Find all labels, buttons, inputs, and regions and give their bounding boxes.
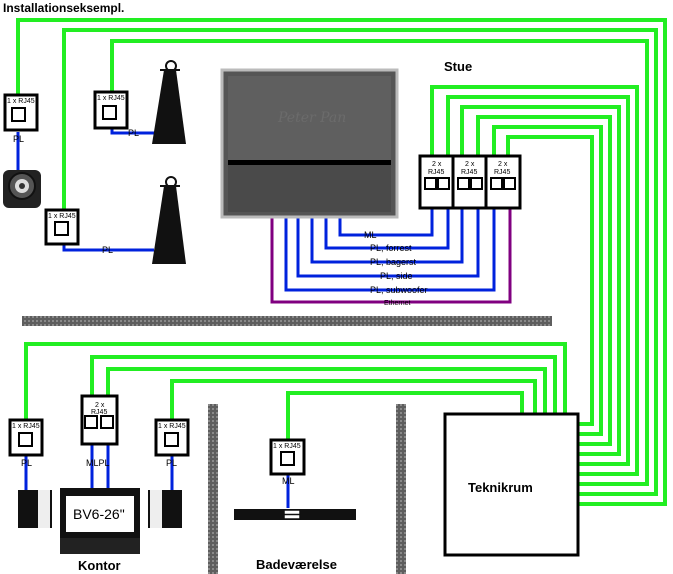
- green-cables-lower: [24, 342, 567, 440]
- label-ml: ML: [364, 230, 377, 240]
- label-pl-kontor-right: PL: [166, 458, 177, 468]
- outlet-speaker-upper-label: 1 x RJ45: [97, 95, 125, 102]
- label-pl-subwoofer: PL, subwoofer: [370, 285, 428, 295]
- stue-outlet-1-line2: RJ45: [428, 169, 444, 176]
- speaker-kontor-left: [18, 490, 52, 528]
- speaker-upper: [152, 60, 186, 144]
- label-ml-bath: ML: [282, 476, 295, 486]
- wall-right-bath: [396, 404, 406, 574]
- outlet-kontor-right-label: 1 x RJ45: [158, 423, 186, 430]
- teknikrum-box: [443, 412, 580, 557]
- outlet-kontor-double-line2: RJ45: [91, 409, 107, 416]
- bath-speaker-bar: [234, 509, 356, 520]
- label-pl-speaker-lower: PL: [102, 245, 113, 255]
- wall-left-bath: [208, 404, 218, 574]
- outlet-kontor-left: [8, 418, 44, 457]
- outlet-bath: [269, 438, 306, 476]
- stue-outlet-3-line2: RJ45: [494, 169, 510, 176]
- ethernet-cable: [270, 208, 512, 304]
- label-mlpl-kontor: MLPL: [86, 458, 110, 468]
- speaker-kontor-right: [148, 490, 182, 528]
- tv-set: [220, 68, 399, 219]
- outlet-kontor-left-label: 1 x RJ45: [12, 423, 40, 430]
- label-pl-kontor-left: PL: [21, 458, 32, 468]
- blue-cables: [16, 126, 496, 508]
- room-label-kontor: Kontor: [78, 558, 121, 573]
- outlet-camera: [3, 93, 39, 132]
- outlet-speaker-lower-label: 1 x RJ45: [48, 213, 76, 220]
- room-label-stue: Stue: [444, 59, 472, 74]
- tv-signature: Peter Pan: [277, 110, 346, 126]
- outlet-bath-label: 1 x RJ45: [273, 443, 301, 450]
- kontor-tv-label: BV6-26": [73, 506, 125, 522]
- stue-outlet-3-line1: 2 x: [498, 161, 508, 168]
- label-pl-bagerst: PL, bagerst: [370, 257, 417, 267]
- stue-outlet-2-line2: RJ45: [461, 169, 477, 176]
- outlet-speaker-upper: [93, 90, 129, 130]
- label-pl-forrest: PL, forrest: [370, 243, 412, 253]
- outlet-speaker-lower: [44, 208, 80, 246]
- camera-device: [3, 170, 41, 208]
- room-label-teknikrum: Teknikrum: [468, 480, 533, 495]
- label-ethernet: Ethernet: [384, 300, 411, 307]
- label-pl-speaker-upper: PL: [128, 128, 139, 138]
- stue-outlet-1-line1: 2 x: [432, 161, 442, 168]
- outlet-kontor-right: [154, 418, 190, 457]
- speaker-lower: [152, 176, 186, 264]
- diagram-title: Installationseksempl.: [3, 1, 124, 15]
- outlet-kontor-double-line1: 2 x: [95, 402, 105, 409]
- stue-outlet-2-line1: 2 x: [465, 161, 475, 168]
- label-pl-camera: PL: [13, 134, 24, 144]
- room-label-badevaerelse: Badeværelse: [256, 557, 337, 572]
- kontor-tv: [60, 488, 140, 554]
- outlet-camera-label: 1 x RJ45: [7, 98, 35, 105]
- green-cables-upper: [16, 18, 667, 506]
- outlet-kontor-double: [80, 394, 119, 446]
- wall-horizontal: [22, 316, 552, 326]
- stue-outlet-block: [418, 154, 522, 210]
- label-pl-side: PL, side: [380, 271, 413, 281]
